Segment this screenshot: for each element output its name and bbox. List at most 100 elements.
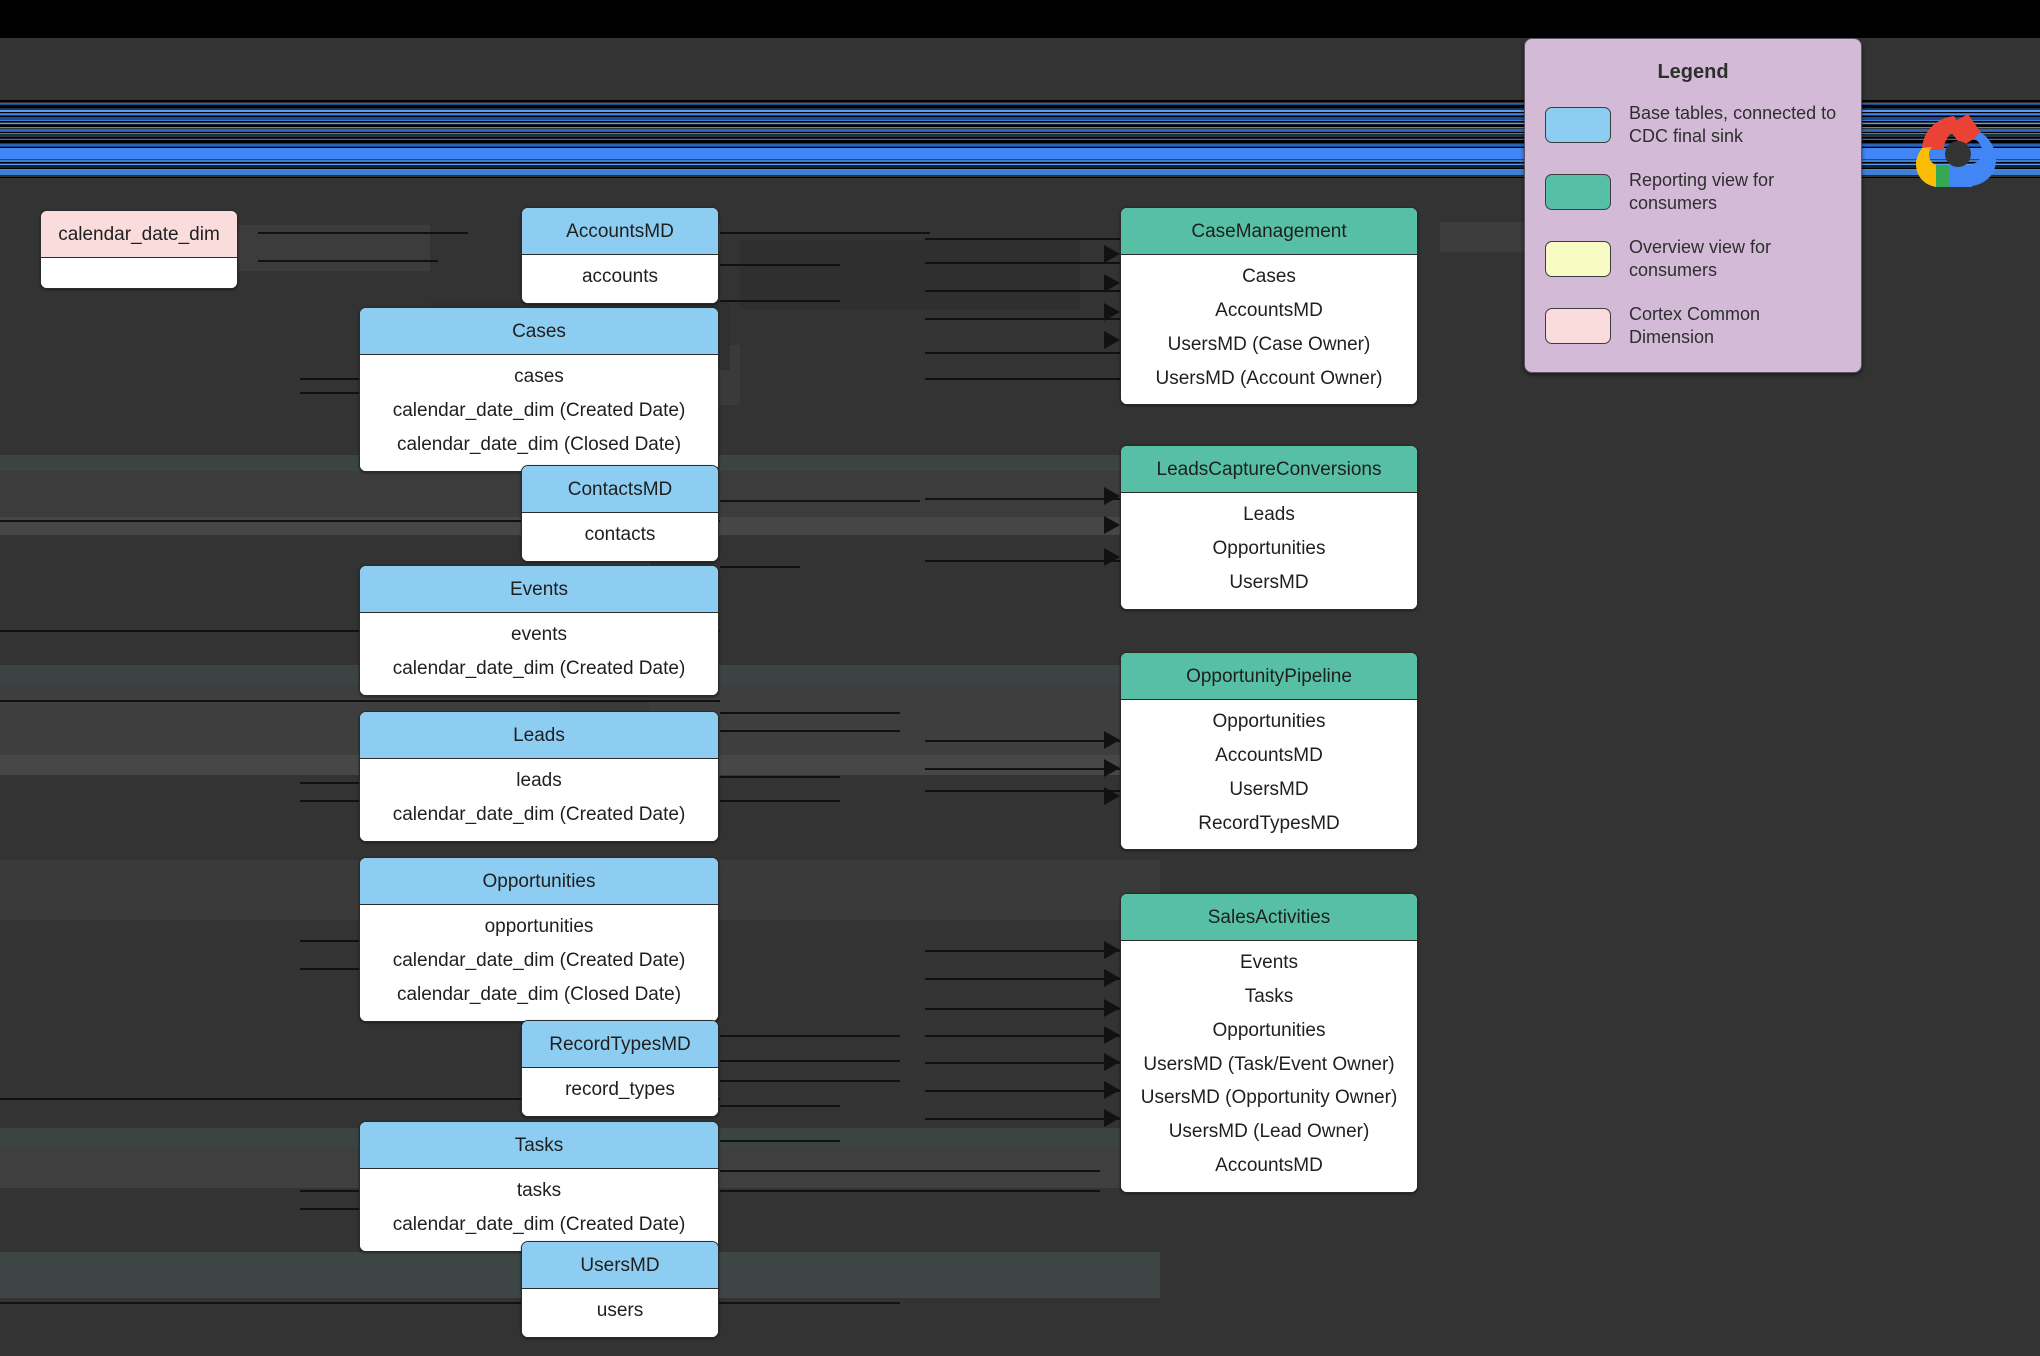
connector-arrowhead [1104, 787, 1120, 805]
connector-edge [720, 776, 840, 778]
table-node-title: UsersMD [522, 1242, 718, 1289]
connector-edge [0, 700, 720, 702]
connector-edge [720, 1035, 900, 1037]
connector-arrowhead [1104, 548, 1120, 566]
table-node-row: calendar_date_dim (Created Date) [392, 949, 686, 971]
connector-edge [925, 1118, 1120, 1120]
table-node-row: RecordTypesMD [1198, 812, 1340, 834]
connector-edge [300, 800, 360, 802]
table-node-row: Leads [1243, 504, 1295, 525]
legend-swatch [1545, 173, 1611, 210]
table-node-row: calendar_date_dim (Closed Date) [396, 433, 682, 455]
table-node[interactable]: AccountsMD accounts [521, 207, 719, 304]
connector-edge [300, 1208, 360, 1210]
table-node-body: contacts [522, 513, 718, 561]
table-node[interactable]: Opportunities opportunities calendar_date_… [359, 857, 719, 1022]
table-node-row: calendar_date_dim (Closed Date) [396, 983, 682, 1005]
table-node-body [41, 258, 237, 288]
table-node-row: calendar_date_dim (Created Date) [392, 657, 686, 679]
connector-edge [720, 1170, 1100, 1172]
connector-arrowhead [1104, 274, 1120, 292]
table-node-row: Tasks [1244, 985, 1294, 1007]
table-node[interactable]: UsersMD users [521, 1241, 719, 1338]
legend-item: Reporting view for consumers [1545, 169, 1841, 214]
connector-edge [300, 782, 360, 784]
table-node-title: Events [360, 566, 718, 613]
connector-arrowhead [1104, 1081, 1120, 1099]
table-node[interactable]: calendar_date_dim [40, 210, 238, 289]
table-node-title: Leads [360, 712, 718, 759]
table-node-body: accounts [522, 255, 718, 303]
connector-arrowhead [1104, 331, 1120, 349]
legend-title: Legend [1657, 61, 1729, 83]
table-node-title: Opportunities [360, 858, 718, 905]
table-node-body: users [522, 1289, 718, 1337]
table-node-row: AccountsMD [1215, 299, 1323, 321]
connector-edge [300, 1190, 360, 1192]
connector-edge [925, 318, 1120, 320]
table-node-row: users [596, 1300, 644, 1321]
table-node-row: calendar_date_dim (Created Date) [392, 1213, 686, 1235]
table-node-row: UsersMD [1229, 571, 1309, 593]
legend-swatch [1545, 106, 1611, 143]
connector-edge [720, 264, 840, 266]
legend-item: Overview view for consumers [1545, 236, 1841, 281]
table-node-row: record_types [565, 1079, 675, 1100]
legend-rows: Base tables, connected to CDC final sink… [1545, 102, 1841, 348]
connector-edge [300, 968, 360, 970]
table-node-row: UsersMD (Lead Owner) [1168, 1121, 1370, 1143]
legend-item: Base tables, connected to CDC final sink [1545, 102, 1841, 147]
connector-arrowhead [1104, 303, 1120, 321]
connector-edge [925, 790, 1120, 792]
table-node-row: leads [516, 770, 562, 791]
connector-arrowhead [1104, 1109, 1120, 1127]
connector-edge [925, 1035, 1120, 1037]
table-node-row: UsersMD [1229, 778, 1309, 800]
connector-edge [720, 800, 840, 802]
connector-arrowhead [1104, 969, 1120, 987]
table-node-row: opportunities [484, 916, 594, 937]
table-node-row: UsersMD (Account Owner) [1155, 367, 1383, 389]
legend-item-label: Base tables, connected to CDC final sink [1629, 103, 1837, 146]
connector-edge [720, 730, 900, 732]
table-node-title: LeadsCaptureConversions [1121, 446, 1417, 493]
table-node-title: AccountsMD [522, 208, 718, 255]
table-node-body: leads calendar_date_dim (Created Date) [360, 759, 718, 841]
scanline-artifact-band [0, 100, 2040, 178]
legend-item: Cortex Common Dimension [1545, 303, 1841, 348]
connector-edge [300, 940, 360, 942]
connector-edge [720, 1060, 900, 1062]
table-node-row: AccountsMD [1215, 1155, 1323, 1177]
connector-edge [720, 300, 840, 302]
connector-edge [300, 378, 360, 380]
connector-edge [925, 290, 1120, 292]
connector-edge [925, 262, 1120, 264]
table-node-row: accounts [581, 266, 659, 287]
connector-arrowhead [1104, 487, 1120, 505]
table-node[interactable]: Leads leads calendar_date_dim (Created Dat… [359, 711, 719, 842]
connector-arrowhead [1104, 245, 1120, 263]
table-node-row: Events [1239, 952, 1299, 973]
table-node-title: ContactsMD [522, 466, 718, 513]
ghost-smear [740, 240, 1080, 310]
table-node-title: CaseManagement [1121, 208, 1417, 255]
legend-swatch [1545, 307, 1611, 344]
connector-arrowhead [1104, 1053, 1120, 1071]
legend-panel: Legend Base tables, connected to CDC fin… [1524, 38, 1862, 373]
connector-arrowhead [1104, 759, 1120, 777]
connector-edge [0, 520, 720, 522]
table-node-row: calendar_date_dim (Created Date) [392, 803, 686, 825]
connector-edge [720, 566, 800, 568]
connector-edge [0, 1302, 900, 1304]
